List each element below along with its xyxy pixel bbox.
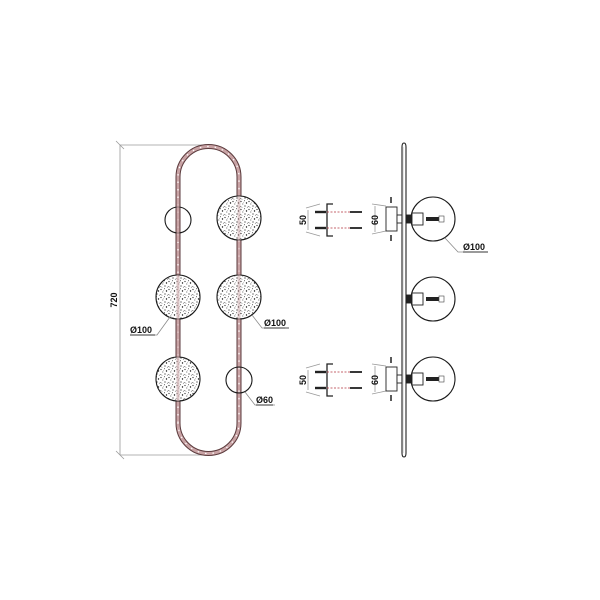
box-height-label: 60 (370, 375, 380, 385)
anchor-spacing-label: 50 (298, 375, 308, 385)
side-view: Ø100 (401, 142, 488, 458)
height-label: 720 (109, 292, 119, 307)
label-right-globe-diameter: Ø100 (251, 314, 289, 329)
label-side-globe-diameter: Ø100 (444, 237, 488, 253)
svg-text:Ø100: Ø100 (264, 318, 286, 328)
side-globe-middle (405, 276, 456, 322)
side-globe-top (405, 196, 456, 242)
canopy-box (385, 206, 398, 232)
svg-text:Ø100: Ø100 (130, 325, 152, 335)
canopy-box (385, 366, 398, 392)
globe-bottom-right-clear (225, 366, 253, 394)
front-view: 720 Ø100 Ø100 (109, 140, 289, 460)
svg-text:Ø60: Ø60 (256, 395, 273, 405)
mounting-detail-bottom: 50 60 (298, 357, 403, 401)
label-left-globe-diameter: Ø100 (130, 316, 171, 336)
side-globe-bottom (405, 356, 456, 402)
anchor-spacing-label: 50 (298, 215, 308, 225)
box-height-label: 60 (370, 215, 380, 225)
label-small-globe-diameter: Ø60 (244, 391, 275, 406)
svg-text:Ø100: Ø100 (463, 242, 485, 252)
height-dimension: 720 (109, 140, 208, 460)
mounting-detail-top: 50 60 (298, 197, 403, 241)
